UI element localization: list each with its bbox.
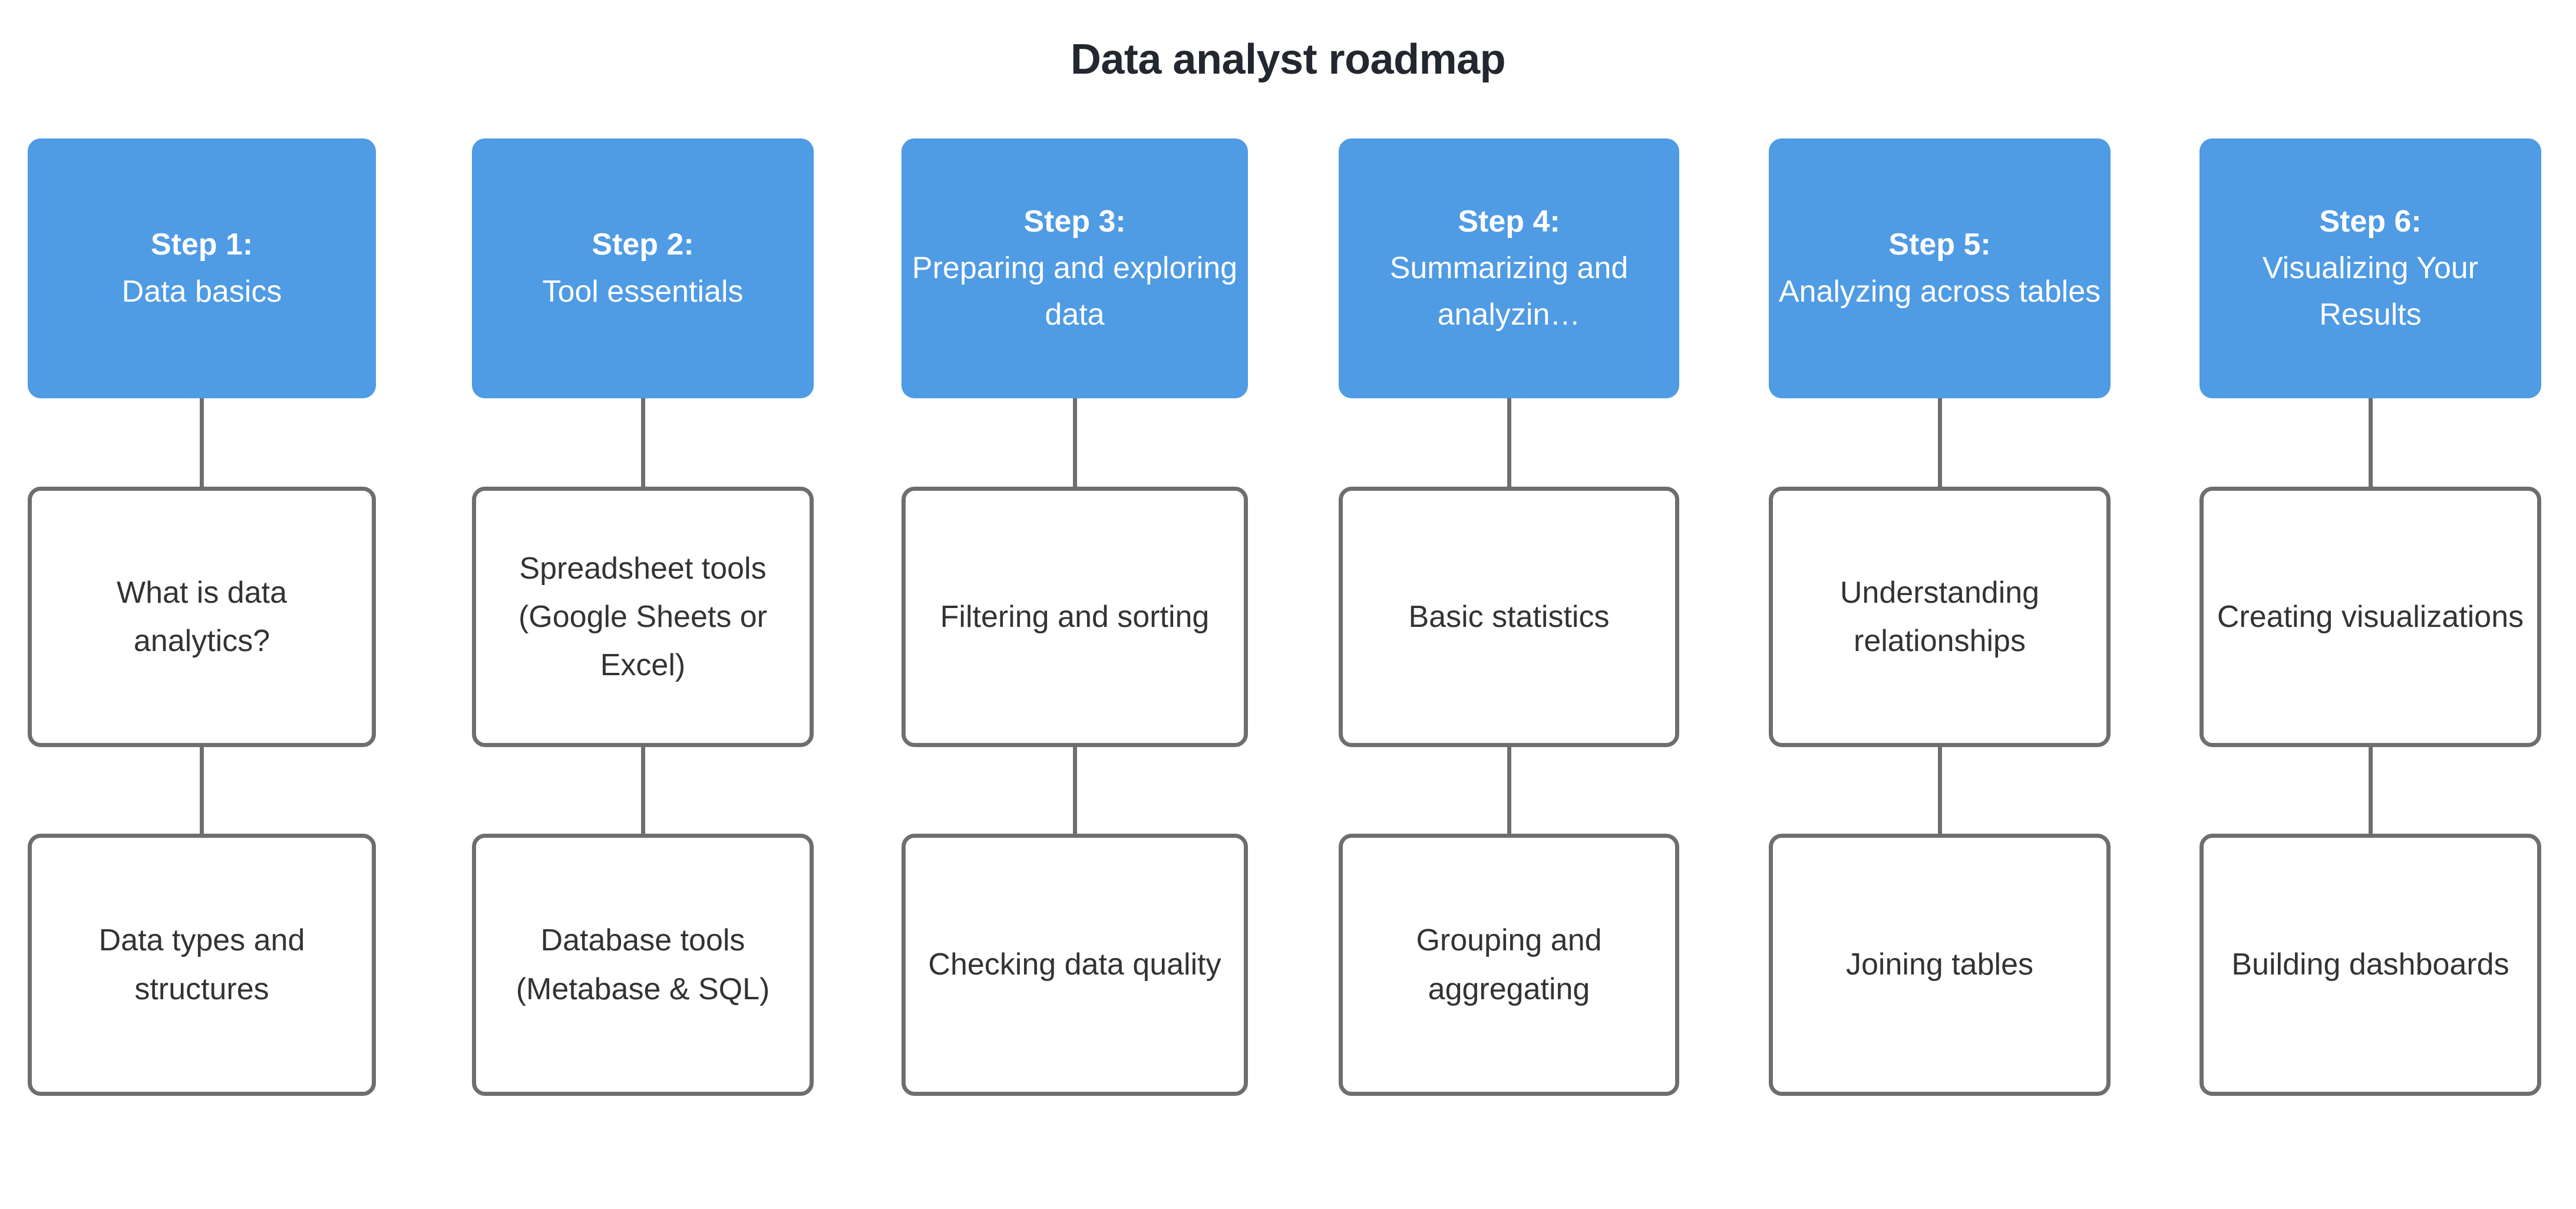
connector-line-3-1 <box>1072 398 1077 487</box>
sub-node-2-2[interactable]: Database tools (Metabase & SQL) <box>472 834 814 1096</box>
page-title: Data analyst roadmap <box>1070 36 1506 83</box>
roadmap-column-6: Step 6: Visualizing Your Results Creatin… <box>2199 0 2541 1209</box>
connector-line-6-1 <box>2368 398 2373 487</box>
sub-node-4-2[interactable]: Grouping and aggregating <box>1339 834 1679 1096</box>
connector-line-2-1 <box>640 398 645 487</box>
step-header-5[interactable]: Step 5: Analyzing across tables <box>1769 138 2111 398</box>
connector-line-3-2 <box>1072 747 1077 834</box>
sub-node-6-1[interactable]: Creating visualizations <box>2199 487 2541 747</box>
roadmap-column-1: Step 1: Data basics What is data analyti… <box>28 0 376 1209</box>
step-header-6[interactable]: Step 6: Visualizing Your Results <box>2199 138 2541 398</box>
sub-node-2-1[interactable]: Spreadsheet tools (Google Sheets or Exce… <box>472 487 814 747</box>
sub-node-5-2[interactable]: Joining tables <box>1769 834 2111 1096</box>
connector-line-5-1 <box>1937 398 1942 487</box>
connector-line-4-1 <box>1507 398 1511 487</box>
step-header-4[interactable]: Step 4: Summarizing and analyzin… <box>1339 138 1679 398</box>
sub-node-6-2[interactable]: Building dashboards <box>2199 834 2541 1096</box>
sub-node-1-2[interactable]: Data types and structures <box>28 834 376 1096</box>
step-number-1: Step 1: <box>150 227 253 262</box>
step-header-3[interactable]: Step 3: Preparing and exploring data <box>901 138 1248 398</box>
step-header-2[interactable]: Step 2: Tool essentials <box>472 138 814 398</box>
step-name-1: Data basics <box>121 274 282 309</box>
step-number-4: Step 4: <box>1458 204 1560 239</box>
step-number-5: Step 5: <box>1888 227 1991 262</box>
step-header-1[interactable]: Step 1: Data basics <box>28 138 376 398</box>
sub-node-3-2[interactable]: Checking data quality <box>901 834 1248 1096</box>
connector-line-6-2 <box>2368 747 2373 834</box>
step-number-3: Step 3: <box>1023 204 1126 239</box>
step-number-6: Step 6: <box>2319 204 2422 239</box>
sub-node-3-1[interactable]: Filtering and sorting <box>901 487 1248 747</box>
connector-line-4-2 <box>1507 747 1511 834</box>
connector-line-1-2 <box>200 747 204 834</box>
step-name-2: Tool essentials <box>542 274 744 309</box>
roadmap-column-2: Step 2: Tool essentials Spreadsheet tool… <box>472 0 814 1209</box>
connector-line-5-2 <box>1937 747 1942 834</box>
roadmap-column-5: Step 5: Analyzing across tables Understa… <box>1769 0 2111 1209</box>
connector-line-2-2 <box>640 747 645 834</box>
sub-node-5-1[interactable]: Understanding relationships <box>1769 487 2111 747</box>
roadmap-column-4: Step 4: Summarizing and analyzin… Basic … <box>1339 0 1679 1209</box>
step-name-6: Visualizing Your Results <box>2262 250 2479 332</box>
connector-line-1-1 <box>200 398 204 487</box>
step-number-2: Step 2: <box>592 227 694 262</box>
step-name-4: Summarizing and analyzin… <box>1389 250 1629 332</box>
roadmap-column-3: Step 3: Preparing and exploring data Fil… <box>901 0 1248 1209</box>
sub-node-1-1[interactable]: What is data analytics? <box>28 487 376 747</box>
step-name-5: Analyzing across tables <box>1778 274 2101 309</box>
step-name-3: Preparing and exploring data <box>911 250 1238 332</box>
sub-node-4-1[interactable]: Basic statistics <box>1339 487 1679 747</box>
